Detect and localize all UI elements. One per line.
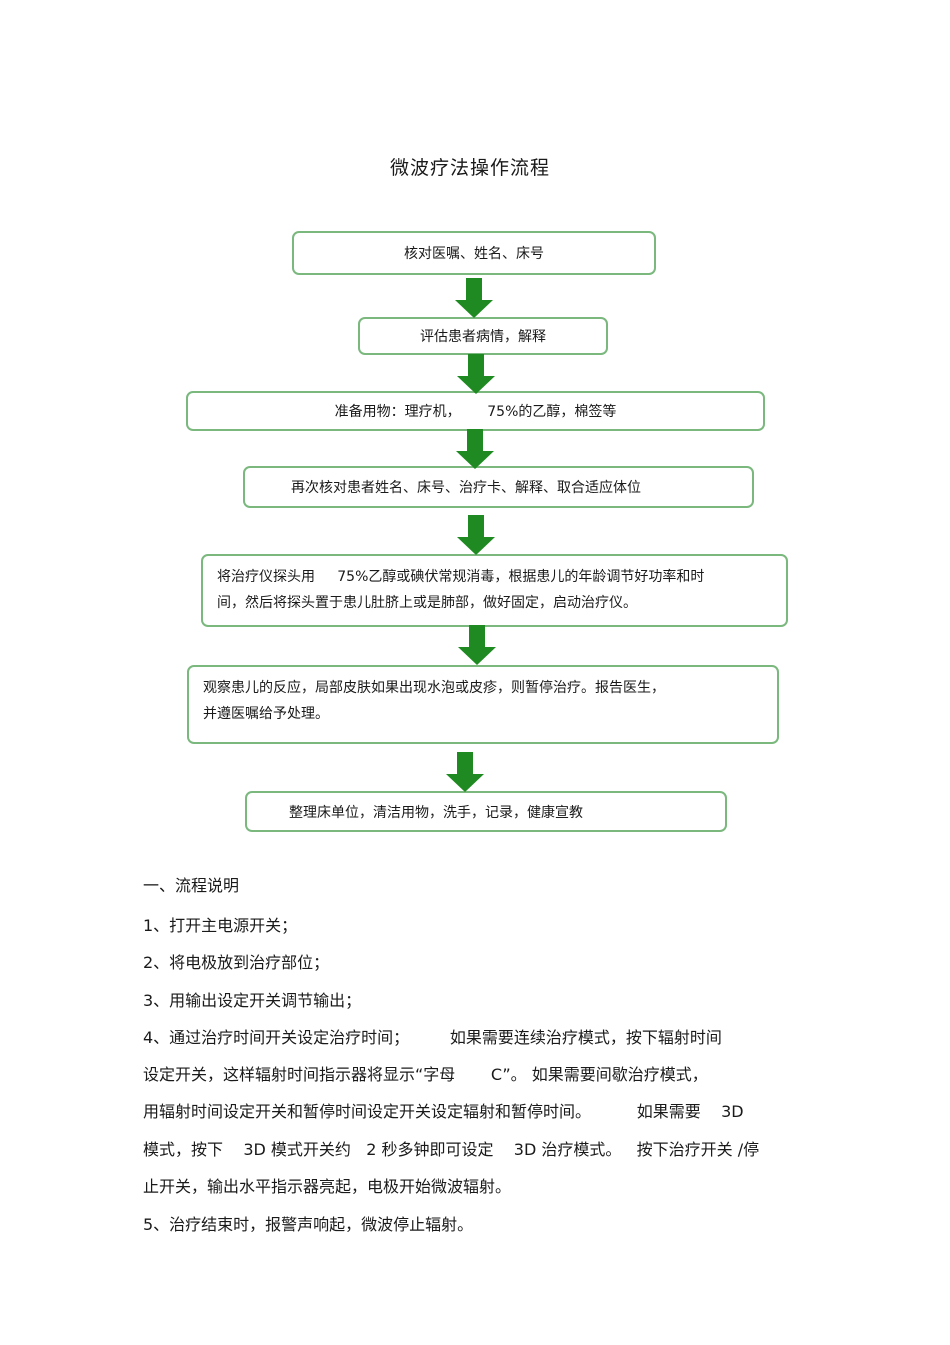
flow-step-verify-order: 核对医嘱、姓名、床号 (292, 231, 656, 275)
down-arrow-icon (456, 429, 494, 469)
explanation-line: 模式，按下 3D 模式开关约 2 秒多钟即可设定 3D 治疗模式。 按下治疗开关… (143, 1140, 760, 1159)
down-arrow-icon (458, 625, 496, 665)
down-arrow-icon (446, 752, 484, 792)
flow-step-text: 准备用物：理疗机， 75%的乙醇，棉签等 (334, 404, 617, 420)
down-arrow-icon (457, 354, 495, 394)
explanation-line: 用辐射时间设定开关和暂停时间设定开关设定辐射和暂停时间。 如果需要 3D (143, 1102, 744, 1121)
explanation-line: 4、通过治疗时间开关设定治疗时间； 如果需要连续治疗模式，按下辐射时间 (143, 1028, 722, 1047)
flow-step-text: 整理床单位，清洁用物，洗手，记录，健康宣教 (289, 804, 583, 821)
down-arrow-icon (457, 515, 495, 555)
flow-step-text: 将治疗仪探头用 75%乙醇或碘伏常规消毒，根据患儿的年龄调节好功率和时 (217, 569, 705, 585)
page-title: 微波疗法操作流程 (389, 157, 550, 179)
flow-step-text: 间，然后将探头置于患儿肚脐上或是肺部，做好固定，启动治疗仪。 (217, 595, 637, 611)
explanation-line: 2、将电极放到治疗部位； (143, 953, 330, 972)
section-heading: 一、流程说明 (143, 876, 240, 895)
flow-step-text: 观察患儿的反应，局部皮肤如果出现水泡或皮疹，则暂停治疗。报告医生， (203, 680, 665, 696)
explanation-line: 5、治疗结束时，报警声响起，微波停止辐射。 (143, 1215, 474, 1234)
flow-step-disinfect-probe: 将治疗仪探头用 75%乙醇或碘伏常规消毒，根据患儿的年龄调节好功率和时 间，然后… (201, 554, 788, 627)
explanation-line: 1、打开主电源开关； (143, 916, 298, 935)
process-explanation: 一、流程说明 1、打开主电源开关； 2、将电极放到治疗部位； 3、用输出设定开关… (143, 872, 823, 1252)
flow-step-observe-reaction: 观察患儿的反应，局部皮肤如果出现水泡或皮疹，则暂停治疗。报告医生， 并遵医嘱给予… (187, 665, 779, 744)
flow-step-assess-patient: 评估患者病情，解释 (358, 317, 608, 355)
explanation-line: 3、用输出设定开关调节输出； (143, 991, 362, 1010)
flow-step-text: 评估患者病情，解释 (420, 329, 546, 345)
explanation-line: 设定开关，这样辐射时间指示器将显示“字母 C”。 如果需要间歇治疗模式， (143, 1065, 708, 1084)
flow-step-recheck-patient: 再次核对患者姓名、床号、治疗卡、解释、取合适应体位 (243, 466, 754, 508)
flow-step-prepare-supplies: 准备用物：理疗机， 75%的乙醇，棉签等 (186, 391, 765, 431)
flow-step-text: 并遵医嘱给予处理。 (203, 706, 329, 722)
flow-step-text: 再次核对患者姓名、床号、治疗卡、解释、取合适应体位 (291, 480, 641, 496)
flow-step-tidy-up: 整理床单位，清洁用物，洗手，记录，健康宣教 (245, 791, 727, 832)
down-arrow-icon (455, 278, 493, 318)
explanation-line: 止开关，输出水平指示器亮起，电极开始微波辐射。 (143, 1177, 512, 1196)
flow-step-text: 核对医嘱、姓名、床号 (404, 246, 544, 262)
